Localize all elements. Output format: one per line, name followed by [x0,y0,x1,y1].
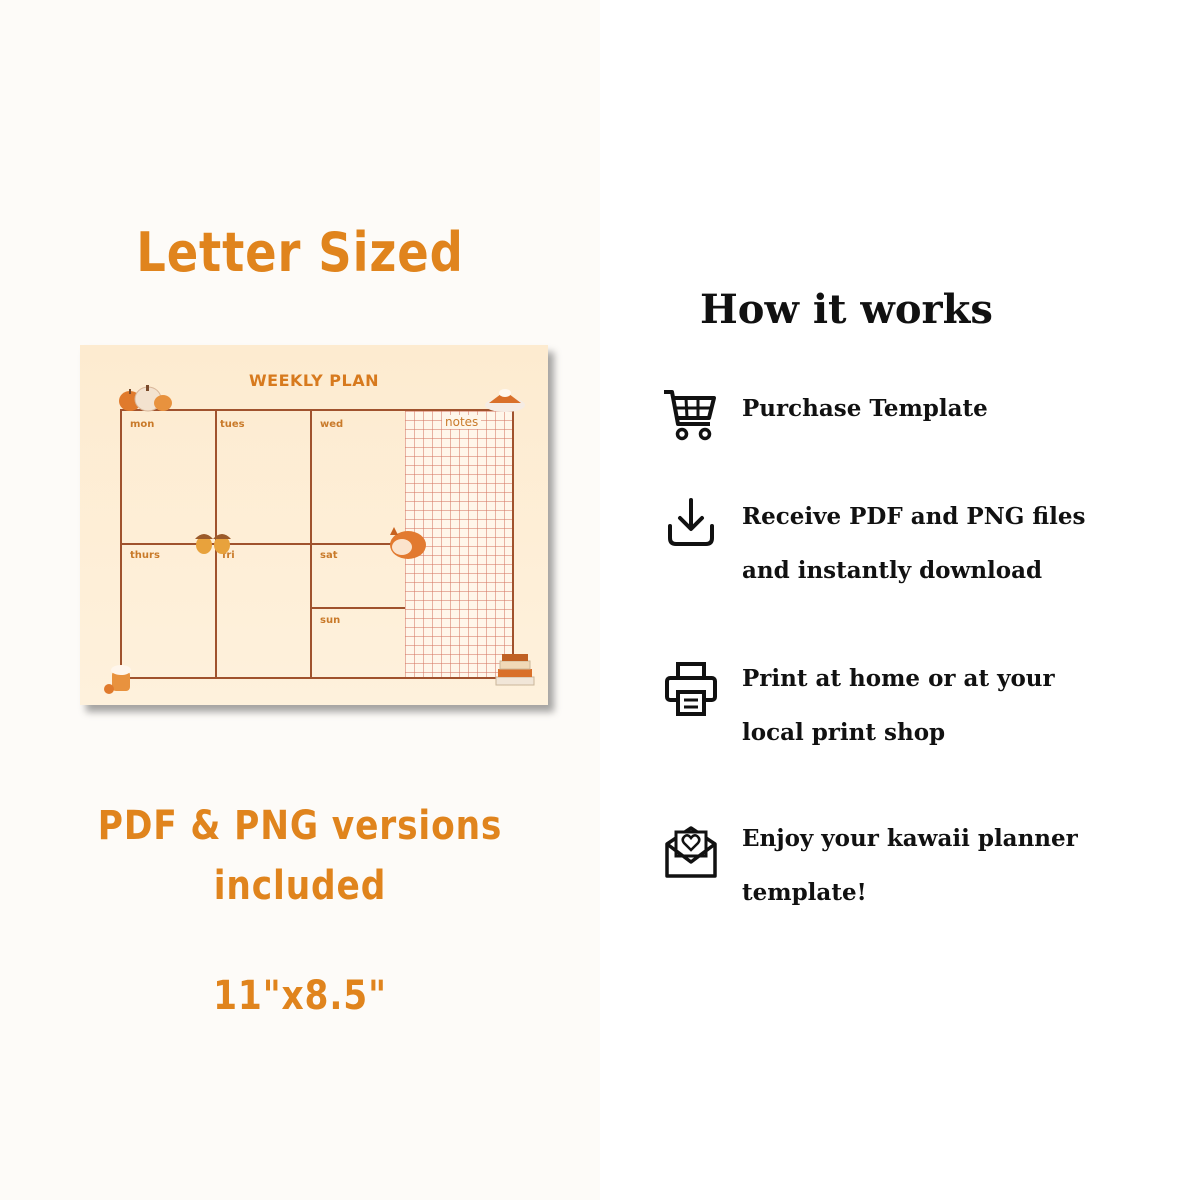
versions-line-2: included [213,863,387,909]
fox-icon [390,527,426,559]
label-thurs: thurs [130,550,160,561]
step-2-line-1: Receive PDF and PNG files [742,503,1086,530]
step-2-text: Receive PDF and PNG files and instantly … [742,490,1162,598]
books-icon [495,654,535,686]
step-3-text: Print at home or at your local print sho… [742,652,1162,760]
download-icon [668,498,714,546]
label-fri: fri [222,550,235,561]
label-sun: sun [320,615,341,626]
size-text: 11"x8.5" [213,973,387,1019]
pie-icon [485,389,525,412]
weekly-planner-preview: WEEKLY PLAN notes mon tues wed thurs fri… [80,345,548,705]
how-it-works-title: How it works [700,286,993,333]
shopping-cart-icon [664,390,716,441]
label-tues: tues [220,419,245,430]
right-panel [600,0,1200,1200]
pumpkins-icon [119,385,172,412]
step-1-line-1: Purchase Template [742,395,988,422]
acorns-icon [195,534,231,554]
cell-thurs [120,543,217,679]
heart-envelope-icon [665,826,717,878]
step-4-line-2: template! [742,879,867,906]
step-2-line-2: and instantly download [742,557,1043,584]
planner-title: WEEKLY PLAN [249,371,379,390]
latte-icon [104,665,131,694]
letter-sized-title: Letter Sized [136,221,464,284]
label-sat: sat [320,550,338,561]
step-4-text: Enjoy your kawaii planner template! [742,812,1162,920]
step-1-text: Purchase Template [742,382,1162,436]
step-3-line-1: Print at home or at your [742,665,1055,692]
versions-line-1: PDF & PNG versions [97,803,503,849]
printer-icon [665,662,717,716]
notes-label: notes [442,415,482,429]
versions-text: PDF & PNG versions included [94,796,507,916]
cell-mon [120,409,217,545]
step-4-line-1: Enjoy your kawaii planner [742,825,1078,852]
label-wed: wed [320,419,344,430]
cell-tues [215,409,312,545]
cell-fri [215,543,312,679]
label-mon: mon [130,419,155,430]
step-3-line-2: local print shop [742,719,946,746]
